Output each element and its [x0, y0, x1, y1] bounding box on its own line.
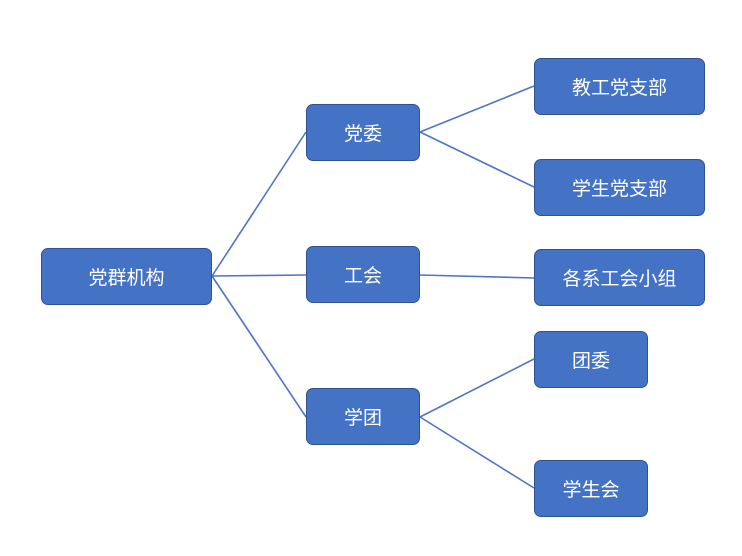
node-dangwei: 党委 — [306, 104, 420, 161]
connector-gonghui-xiaozu — [419, 274, 535, 279]
node-gonghui: 工会 — [306, 246, 420, 303]
connector-dangwei-xuesheng — [419, 131, 535, 188]
node-tuanwei: 团委 — [534, 331, 648, 388]
node-xueshenghui: 学生会 — [534, 460, 648, 517]
connector-root-dangwei — [211, 131, 307, 277]
connector-dangwei-jiaogong — [419, 85, 535, 133]
node-root: 党群机构 — [41, 248, 212, 305]
node-xuetuan: 学团 — [306, 388, 420, 445]
connector-root-gonghui — [211, 274, 307, 277]
connector-xuetuan-xueshenghui — [419, 416, 535, 489]
node-xuesheng-dangzhibu: 学生党支部 — [534, 159, 705, 216]
connector-xuetuan-tuanwei — [419, 358, 535, 418]
node-gexi-gonghui-xiaozu: 各系工会小组 — [534, 249, 705, 306]
node-jiaogong-dangzhibu: 教工党支部 — [534, 58, 705, 115]
connector-root-xuetuan — [211, 275, 307, 418]
